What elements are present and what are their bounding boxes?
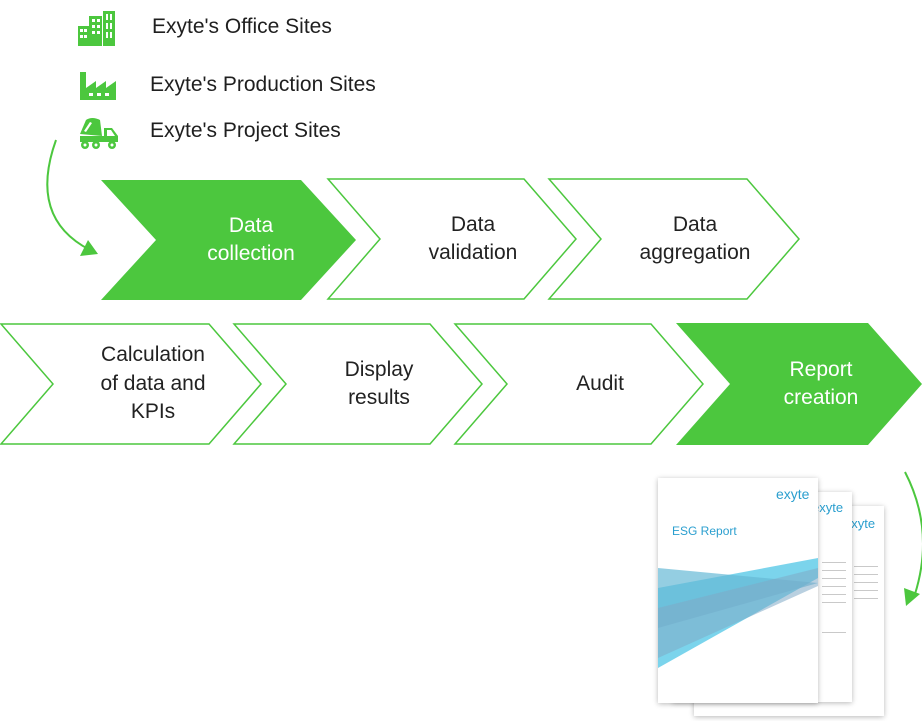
step-label: Report creation (783, 357, 859, 409)
step-label: Audit (576, 371, 624, 395)
report-page-front: exyte ESG Report (658, 478, 818, 703)
step-audit: Audit (453, 323, 704, 445)
legend-project: Exyte's Project Sites (0, 112, 460, 149)
step-label: Data validation (428, 212, 518, 264)
right-curved-arrow (904, 471, 922, 595)
office-buildings-icon (78, 11, 115, 46)
step-label: Display results (344, 357, 414, 409)
brand-logo: exyte (812, 500, 844, 515)
step-label: Data aggregation (639, 212, 751, 264)
legend-office: Exyte's Office Sites (0, 8, 460, 46)
left-curved-arrow (46, 139, 91, 251)
factory-icon (80, 72, 116, 100)
left-arrowhead (80, 240, 98, 256)
report-cover-graphic (658, 558, 818, 668)
step-display-results: Display results (232, 323, 483, 445)
step-data-aggregation: Data aggregation (547, 178, 800, 300)
legend-production: Exyte's Production Sites (0, 66, 460, 102)
right-arrowhead (904, 588, 920, 606)
legend-label-project: Exyte's Project Sites (150, 119, 341, 142)
step-data-validation: Data validation (326, 178, 577, 300)
legend-label-office: Exyte's Office Sites (152, 15, 332, 38)
report-title: ESG Report (672, 524, 737, 538)
concrete-mixer-truck-icon (80, 118, 118, 149)
legend-label-production: Exyte's Production Sites (150, 73, 376, 96)
report-documents: exyte exyte exyte ESG Report (640, 470, 900, 720)
step-calculation: Calculation of data and KPIs (0, 323, 262, 445)
step-report-creation: Report creation (676, 323, 922, 445)
brand-logo: exyte (776, 486, 810, 502)
step-label: Calculation of data and KPIs (100, 343, 206, 424)
step-label: Data collection (207, 213, 295, 265)
step-data-collection: Data collection (101, 180, 356, 300)
